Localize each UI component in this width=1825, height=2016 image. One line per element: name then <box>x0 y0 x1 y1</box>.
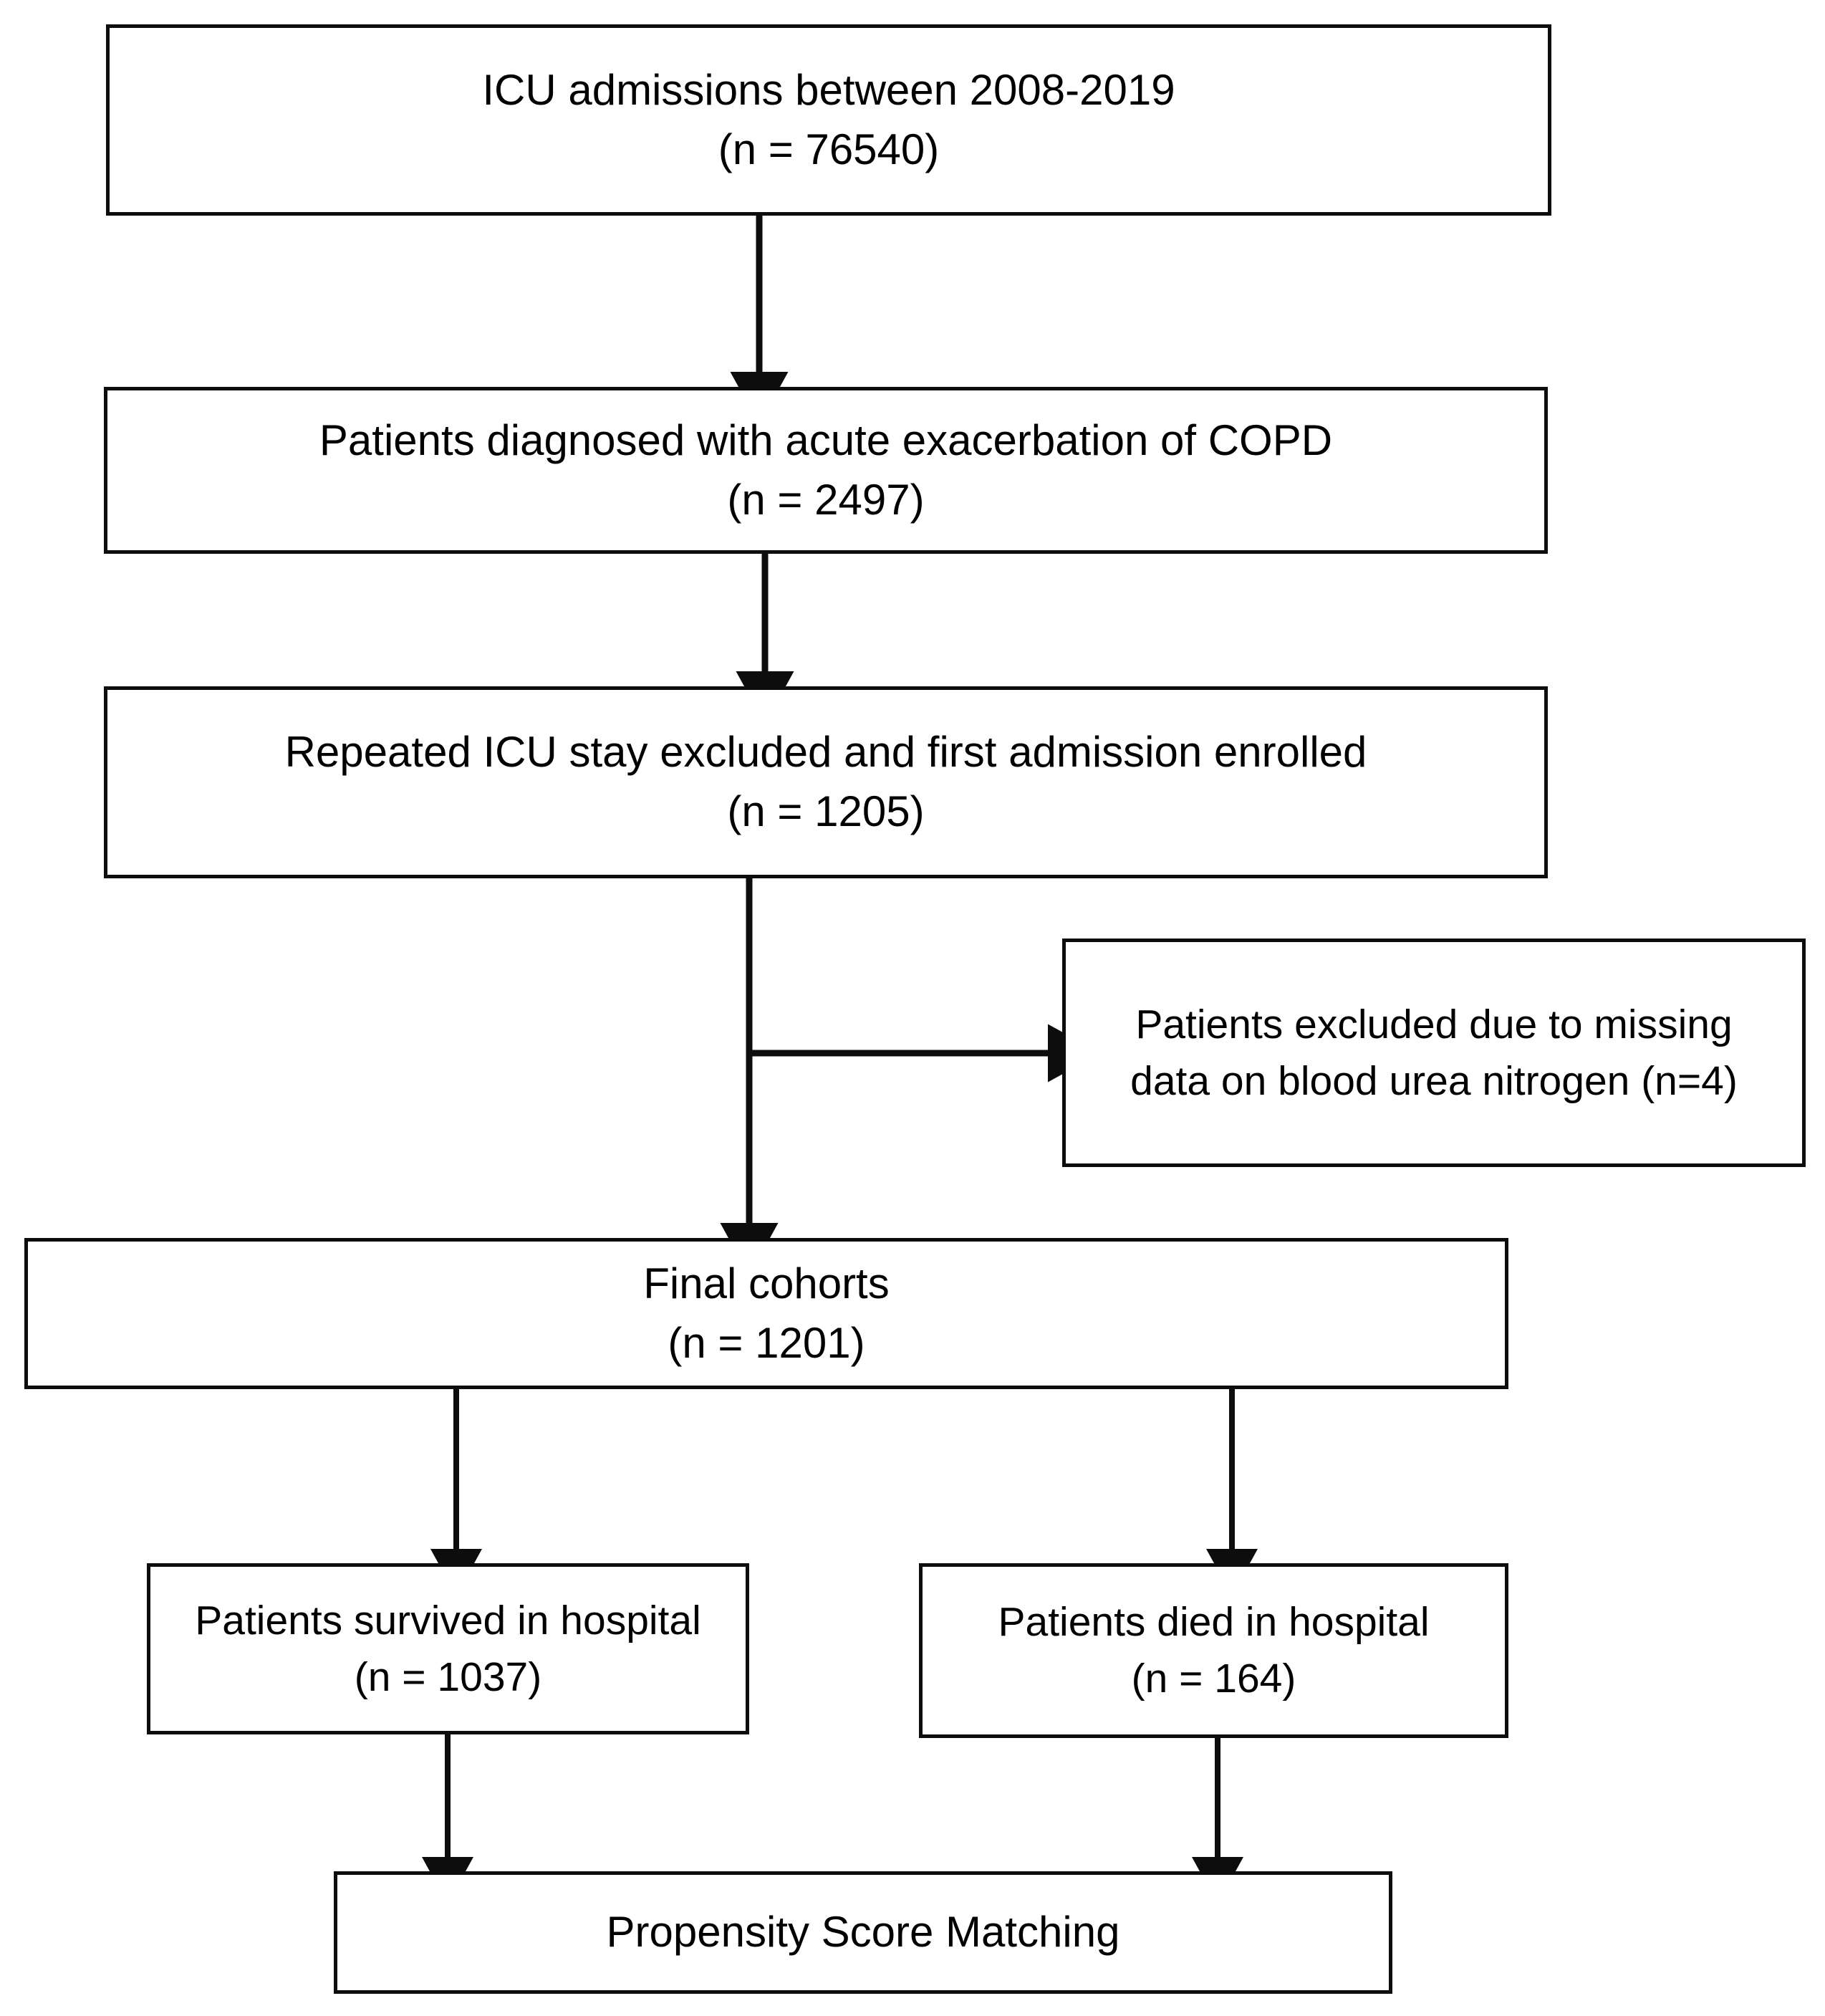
node-icu-admissions: ICU admissions between 2008-2019 (n = 76… <box>106 24 1551 216</box>
node-patients-died-count: (n = 164) <box>1131 1656 1296 1701</box>
node-copd-diagnosed: Patients diagnosed with acute exacerbati… <box>104 387 1548 554</box>
node-patients-survived-line1: Patients survived in hospital <box>195 1597 701 1643</box>
node-excluded-missing-bun: Patients excluded due to missing data on… <box>1062 939 1806 1167</box>
node-first-admission-line1: Repeated ICU stay excluded and first adm… <box>284 728 1367 777</box>
node-copd-diagnosed-count: (n = 2497) <box>727 475 925 524</box>
node-icu-admissions-count: (n = 76540) <box>718 125 940 173</box>
node-copd-diagnosed-line1: Patients diagnosed with acute exacerbati… <box>319 416 1333 464</box>
node-excluded-missing-bun-line2: data on blood urea nitrogen (n=4) <box>1130 1057 1738 1104</box>
node-first-admission: Repeated ICU stay excluded and first adm… <box>104 686 1548 878</box>
node-final-cohorts-count: (n = 1201) <box>668 1318 865 1367</box>
node-final-cohorts-line1: Final cohorts <box>643 1259 890 1307</box>
node-propensity-score-matching: Propensity Score Matching <box>334 1871 1392 1994</box>
node-patients-died-line1: Patients died in hospital <box>998 1599 1430 1646</box>
node-patients-died: Patients died in hospital (n = 164) <box>919 1563 1508 1738</box>
node-excluded-missing-bun-line1: Patients excluded due to missing <box>1135 1001 1733 1047</box>
node-propensity-score-matching-label: Propensity Score Matching <box>606 1908 1120 1957</box>
node-icu-admissions-line1: ICU admissions between 2008-2019 <box>482 65 1175 114</box>
node-final-cohorts: Final cohorts (n = 1201) <box>24 1238 1508 1389</box>
node-patients-survived-count: (n = 1037) <box>354 1653 542 1700</box>
node-first-admission-count: (n = 1205) <box>727 787 925 835</box>
node-patients-survived: Patients survived in hospital (n = 1037) <box>147 1563 749 1734</box>
